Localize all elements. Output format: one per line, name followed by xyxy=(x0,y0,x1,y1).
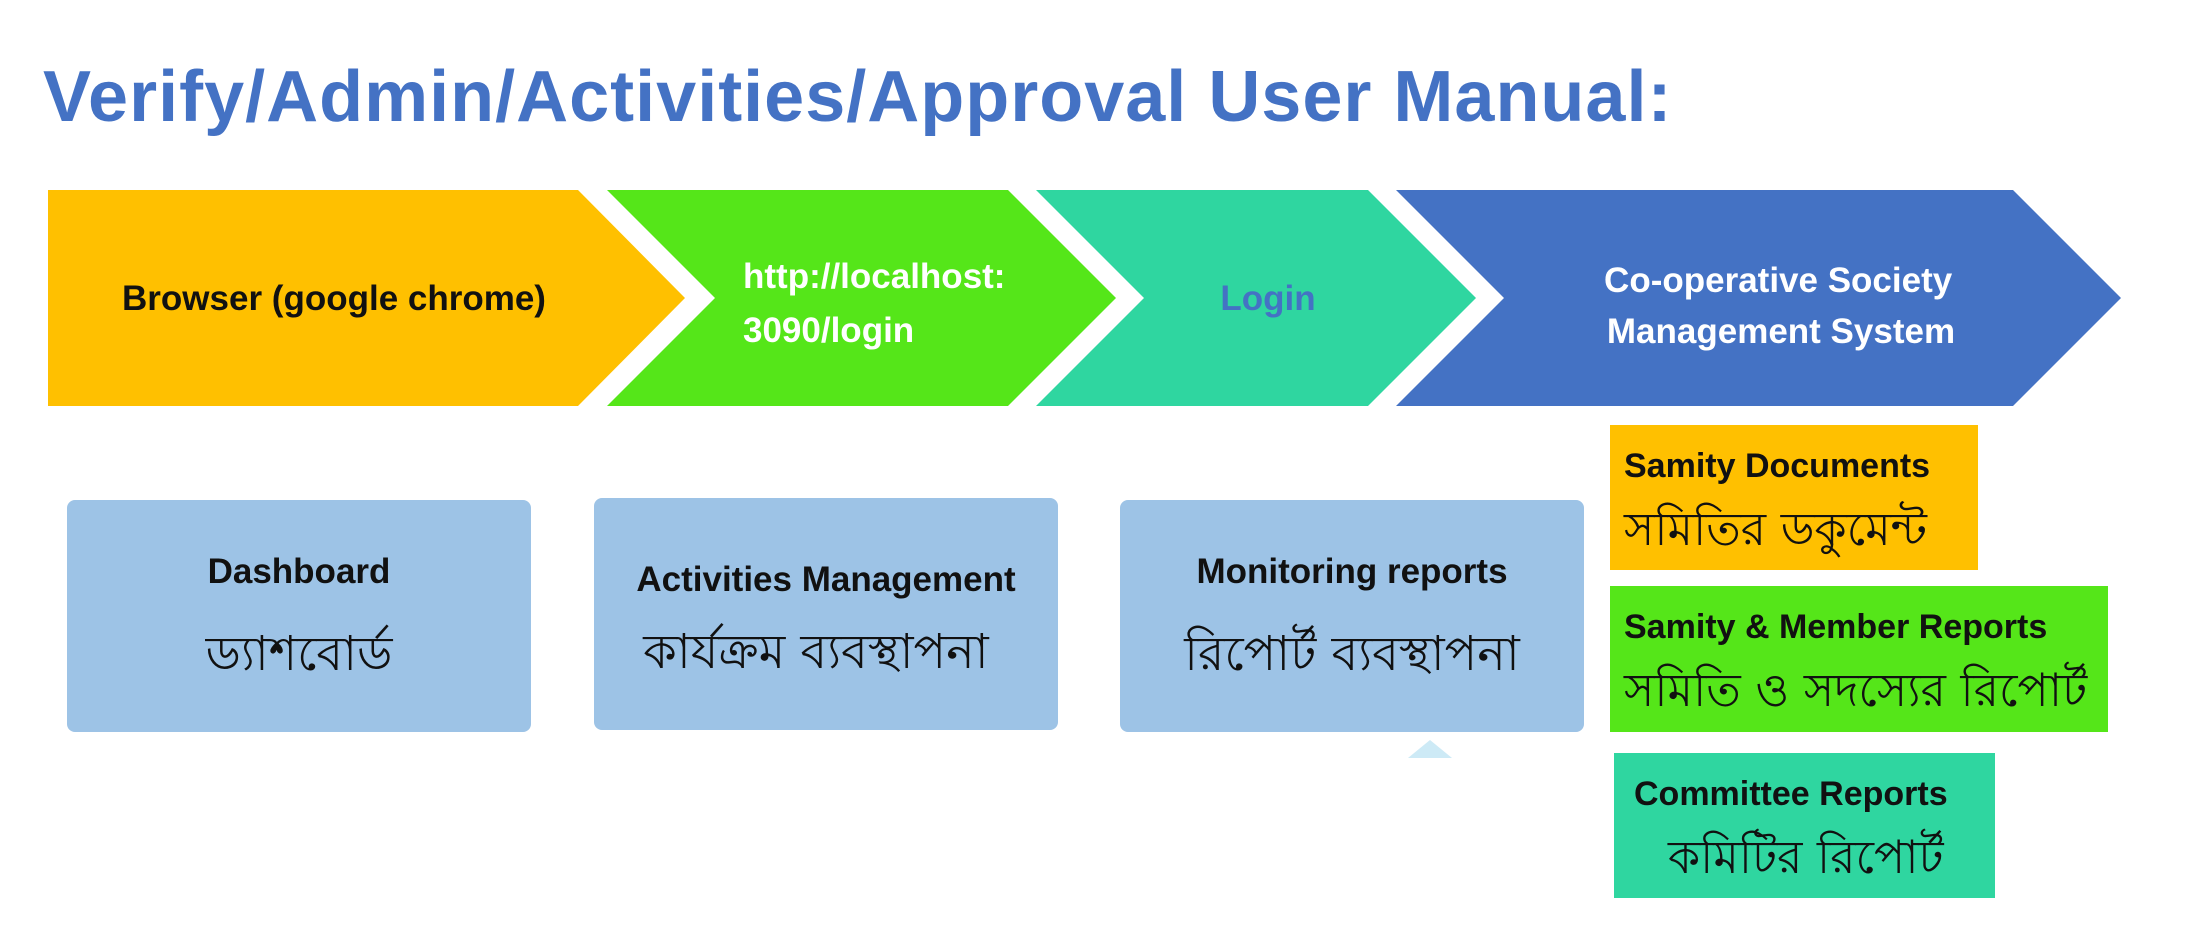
monitoring-reports-card-title: Monitoring reports xyxy=(1196,552,1508,591)
samity-documents-title: Samity Documents xyxy=(1624,447,1931,485)
page-title: Verify/Admin/Activities/Approval User Ma… xyxy=(43,57,1673,137)
flow-step-url-label: http://localhost: 3090/login xyxy=(743,257,1015,350)
dashboard-card-title: Dashboard xyxy=(207,552,391,591)
samity-member-reports-title: Samity & Member Reports xyxy=(1624,608,2048,646)
committee-reports-title: Committee Reports xyxy=(1634,775,1948,813)
activities-management-card-bengali: কার্যক্রম ব্যবস্থাপনা xyxy=(643,624,989,680)
flow-step-browser-label: Browser (google chrome) xyxy=(122,279,546,318)
samity-member-reports-bengali: সমিতি ও সদস্যের রিপোর্ট xyxy=(1624,663,2088,717)
monitoring-reports-card-bengali: রিপোর্ট ব্যবস্থাপনা xyxy=(1184,626,1520,682)
flow-step-login-label: Login xyxy=(1220,279,1315,318)
samity-documents-bengali: সমিতির ডকুমেন্ট xyxy=(1624,502,1927,556)
monitoring-reports-card[interactable]: Monitoring reports রিপোর্ট ব্যবস্থাপনা xyxy=(1120,500,1584,732)
activities-management-card[interactable]: Activities Management কার্যক্রম ব্যবস্থা… xyxy=(594,498,1058,730)
samity-documents-box[interactable]: Samity Documents সমিতির ডকুমেন্ট xyxy=(1610,425,1978,570)
flow-step-system xyxy=(1396,190,2121,406)
committee-reports-bengali: কমিটির রিপোর্ট xyxy=(1668,830,1944,884)
flow-step-browser xyxy=(48,190,685,406)
flow-step-system-label: Co-operative Society Management System xyxy=(1604,261,1962,351)
dashboard-card[interactable]: Dashboard ড্যাশবোর্ড xyxy=(67,500,531,732)
flow-step-login xyxy=(1036,190,1476,406)
flow-step-url xyxy=(607,190,1116,406)
pointer-caret xyxy=(1408,740,1452,758)
committee-reports-box[interactable]: Committee Reports কমিটির রিপোর্ট xyxy=(1614,753,1995,898)
dashboard-card-bengali: ড্যাশবোর্ড xyxy=(205,626,393,682)
activities-management-card-title: Activities Management xyxy=(636,560,1016,599)
samity-member-reports-box[interactable]: Samity & Member Reports সমিতি ও সদস্যের … xyxy=(1610,586,2108,732)
